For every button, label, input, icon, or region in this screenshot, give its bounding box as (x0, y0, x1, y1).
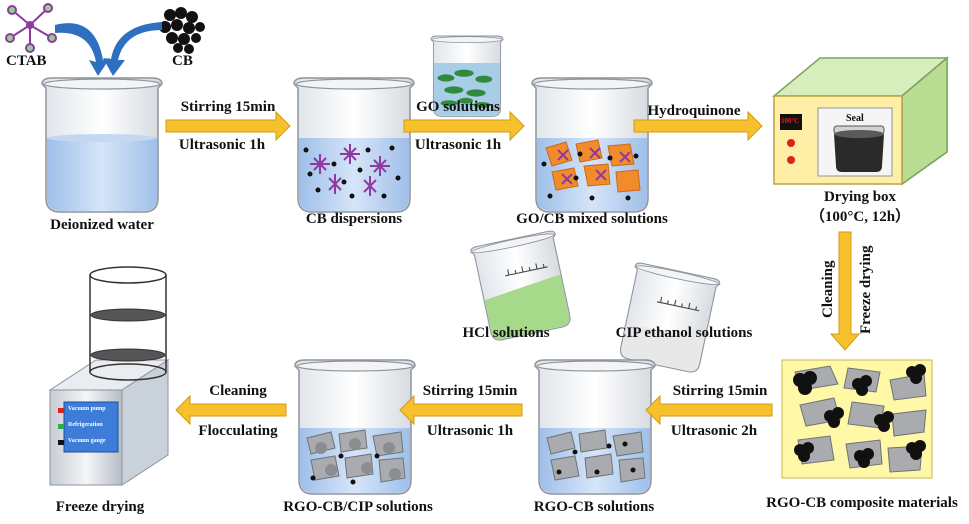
arrow4-left-label: Cleaning (820, 260, 836, 318)
label-rgo-cb-composite: RGO-CB composite materials (766, 495, 958, 511)
beaker-cip (615, 261, 722, 375)
arrow5-bottom-label: Ultrasonic 2h (670, 423, 758, 439)
label-cb: CB (172, 53, 193, 69)
arrow2-top-label: GO solutions (416, 99, 500, 115)
arrow-4 (829, 231, 861, 351)
arrow7-bottom-label: Flocculating (198, 423, 278, 439)
panel-vacuum-gauge: Vacuum gauge (68, 438, 106, 444)
label-drying-conditions: （100°C, 12h） (809, 209, 911, 225)
label-ctab: CTAB (6, 53, 47, 69)
arrow1-top-label: Stirring 15min (180, 99, 276, 115)
arrow-3 (633, 110, 763, 142)
beaker-go-cb-mixed (531, 77, 653, 213)
arrow6-top-label: Stirring 15min (422, 383, 518, 399)
arrow1-bottom-label: Ultrasonic 1h (178, 137, 266, 153)
beaker-go-solution (430, 35, 504, 117)
label-cb-dispersions: CB dispersions (305, 211, 403, 227)
beaker-rgo-cb (534, 359, 656, 495)
freeze-dryer (48, 266, 170, 486)
drying-box (771, 56, 950, 186)
cb-particles-icon (159, 7, 205, 54)
curved-arrow-ctab (55, 23, 110, 77)
label-rgo-cb-solutions: RGO-CB solutions (533, 499, 655, 515)
arrow7-top-label: Cleaning (209, 383, 267, 399)
label-freeze-drying: Freeze drying (55, 499, 145, 515)
oven-display: 100°C (781, 117, 800, 125)
arrow-1 (165, 110, 291, 142)
arrow-6 (399, 394, 523, 426)
label-cip: CIP ethanol solutions (615, 325, 753, 341)
panel-vacuum-pump: Vacuum pump (68, 406, 106, 412)
process-arrows (165, 110, 861, 426)
curved-arrow-cb (103, 22, 162, 76)
ctab-molecule-icon (5, 3, 57, 53)
label-hcl: HCl solutions (462, 325, 550, 341)
label-drying-box: Drying box (823, 189, 897, 205)
beaker-water (41, 77, 163, 213)
beaker-cb-dispersion (293, 77, 415, 213)
arrow2-bottom-label: Ultrasonic 1h (414, 137, 502, 153)
beaker-rgo-cb-cip (294, 359, 416, 495)
arrow3-top-label: Hydroquinone (647, 103, 741, 119)
arrow-7 (175, 394, 287, 426)
arrow4-right-label: Freeze drying (858, 245, 874, 334)
panel-refrigeration: Refrigeration (68, 422, 103, 428)
oven-seal-label: Seal (846, 113, 864, 124)
arrow6-bottom-label: Ultrasonic 1h (426, 423, 514, 439)
beaker-hcl (469, 229, 576, 343)
arrow5-top-label: Stirring 15min (672, 383, 768, 399)
arrow-5 (645, 394, 773, 426)
label-deionized-water: Deionized water (50, 217, 154, 233)
rgo-cb-composite (781, 359, 933, 479)
arrow-2 (403, 110, 525, 142)
label-rgo-cb-cip: RGO-CB/CIP solutions (283, 499, 433, 515)
label-go-cb-mixed: GO/CB mixed solutions (516, 211, 668, 227)
